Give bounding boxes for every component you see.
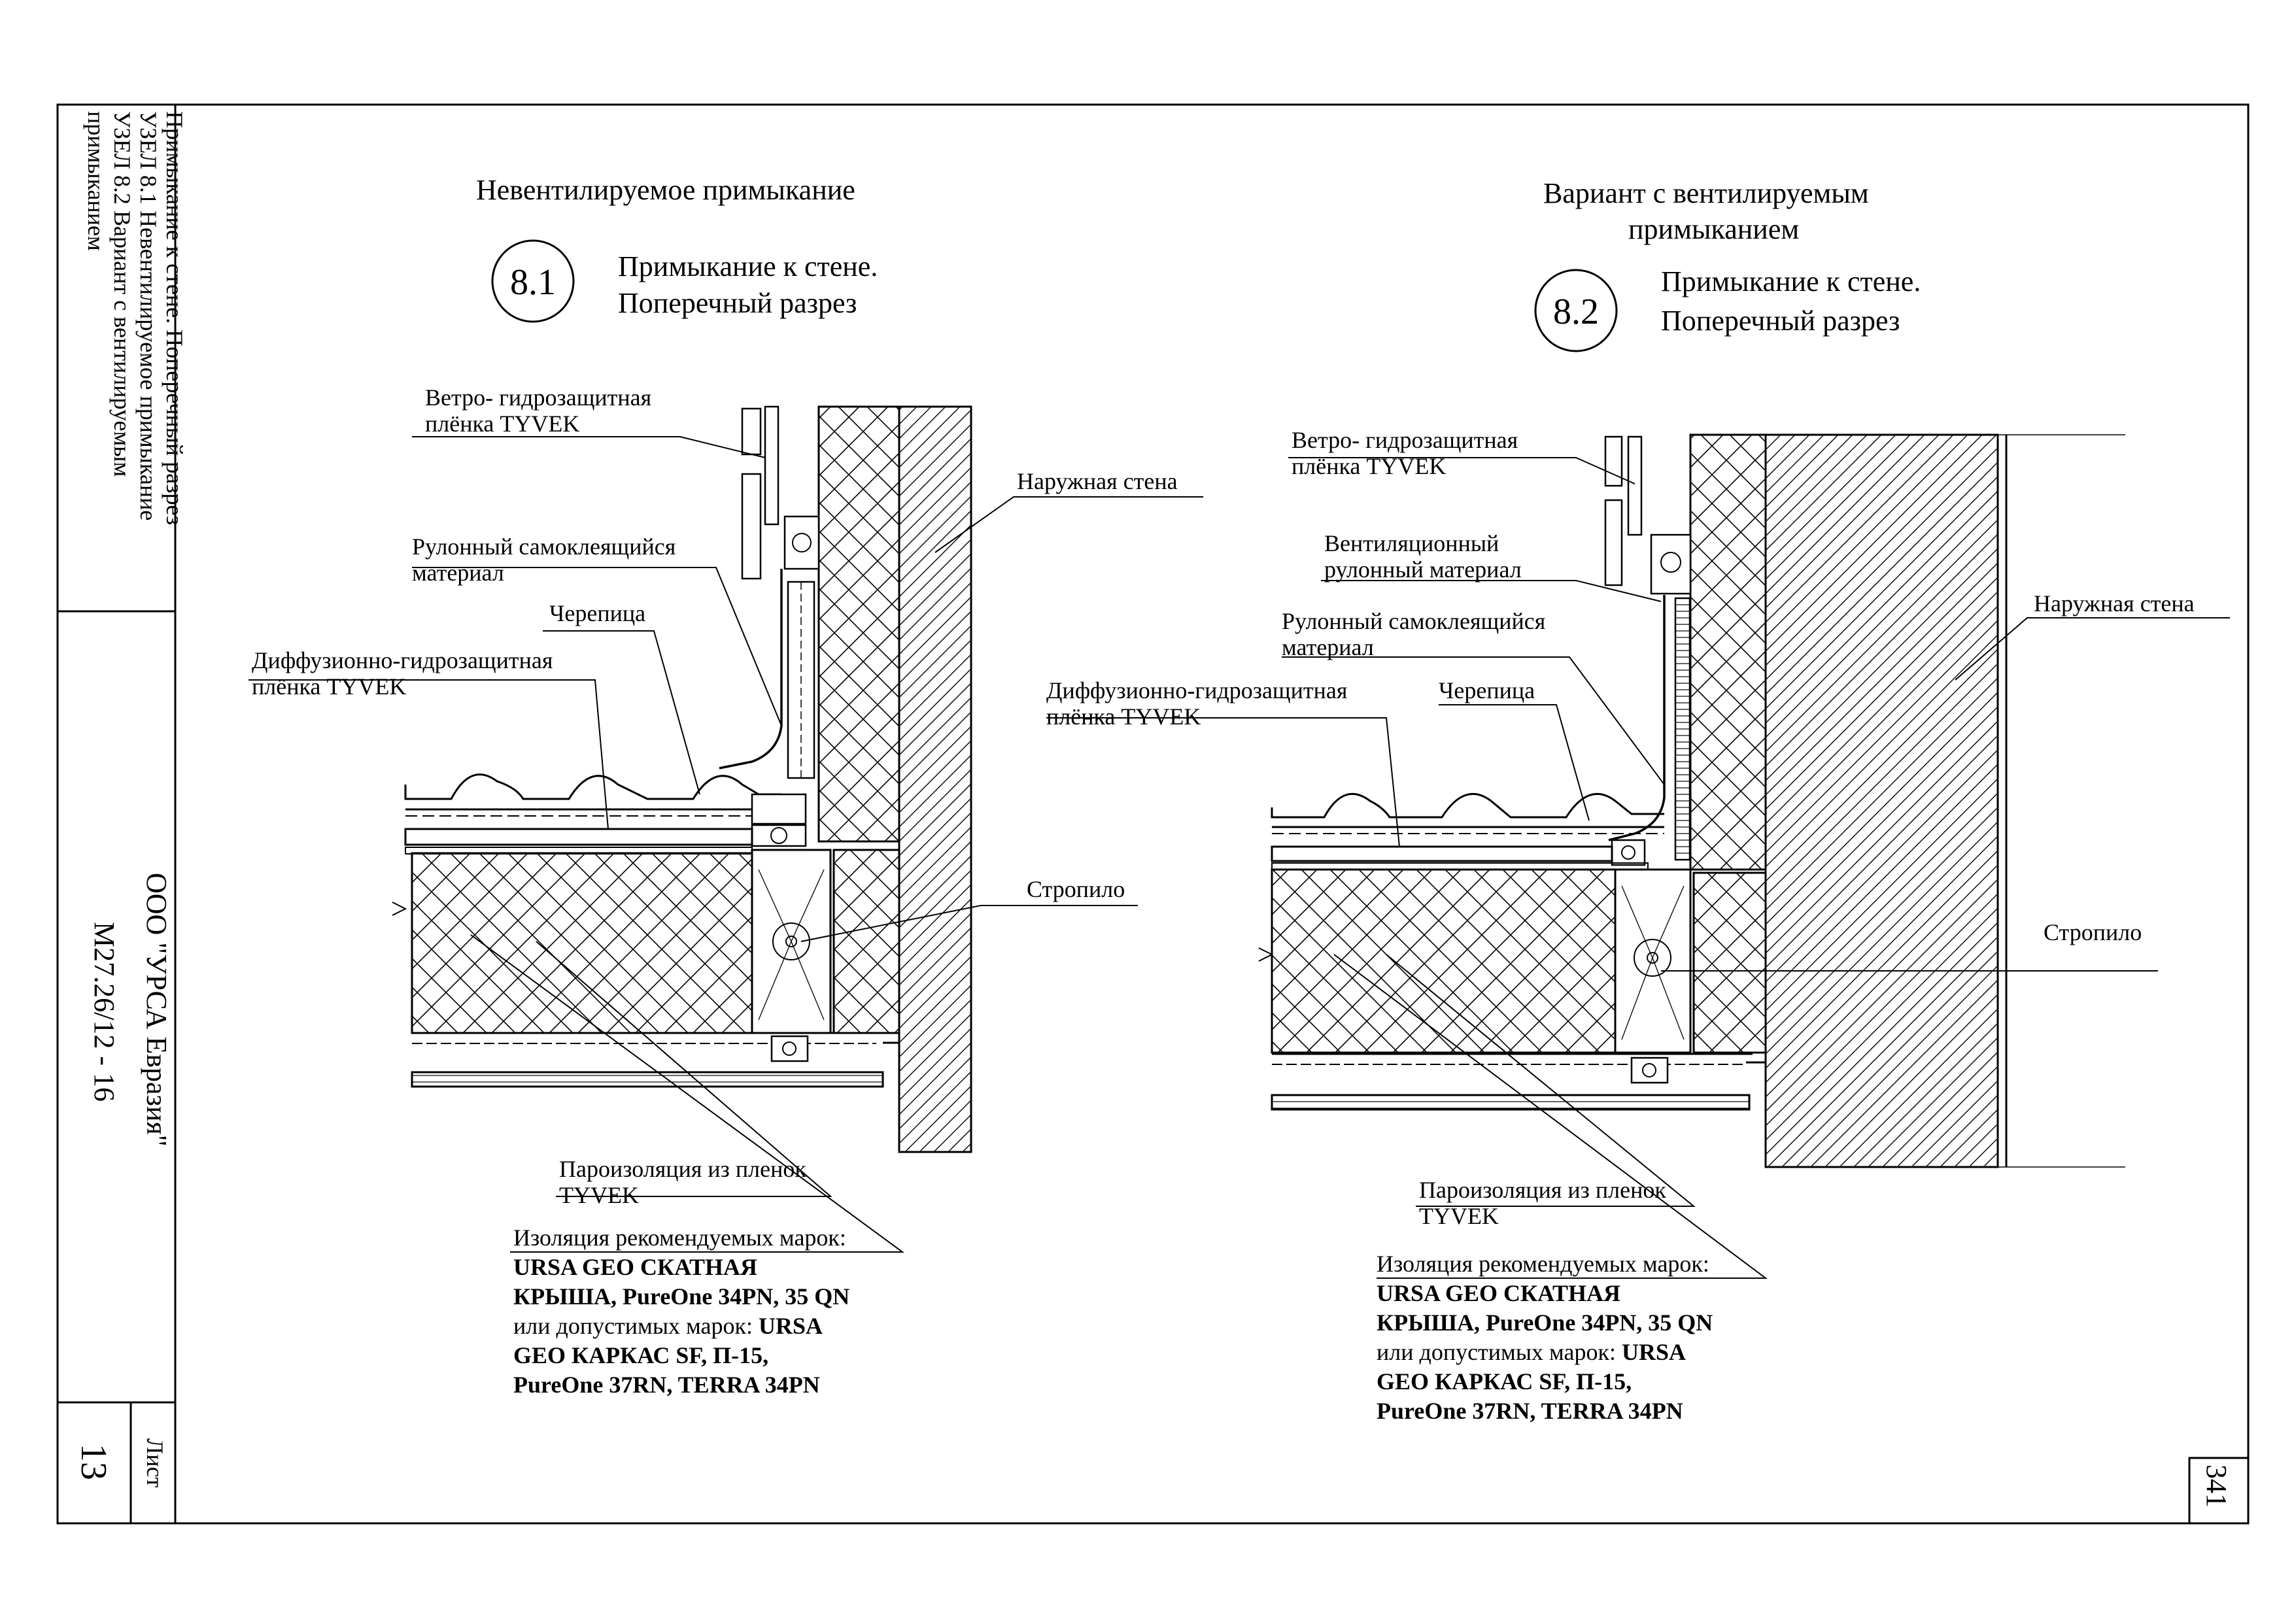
note82-line-5: GEO КАРКАС SF, П-15, bbox=[1377, 1368, 1632, 1395]
detail-8-1: Невентилируемое примыкание 8.1 Примыкани… bbox=[248, 174, 1203, 1398]
detail-82-leaders bbox=[1046, 457, 2230, 1279]
label-self-adhesive-1: Рулонный самоклеящийся bbox=[412, 533, 676, 560]
label-tile: Черепица bbox=[549, 600, 645, 626]
label-wind-film-2: плёнка TYVEK bbox=[425, 411, 579, 437]
label-outer-wall: Наружная стена bbox=[1017, 468, 1178, 494]
detail-82-number: 8.2 bbox=[1553, 292, 1599, 332]
detail-82-section bbox=[1258, 433, 2125, 1168]
wall-insulation bbox=[817, 405, 900, 843]
note-line-6: PureOne 37RN, TERRA 34PN bbox=[513, 1372, 820, 1398]
detail-82-number-circle bbox=[1534, 269, 1618, 352]
note82-line-4-plain: или допустимых марок: bbox=[1377, 1339, 1622, 1365]
detail-82-heading-1: Вариант с вентилируемым bbox=[1543, 177, 1869, 209]
rafter-insulation bbox=[411, 852, 753, 1034]
label82-vapor-barrier-1: Пароизоляция из пленок bbox=[1419, 1177, 1666, 1203]
label82-outer-wall: Наружная стена bbox=[2034, 590, 2195, 617]
label82-rafter: Стропило bbox=[2044, 919, 2142, 945]
label82-vapor-barrier-2: TYVEK bbox=[1419, 1203, 1499, 1229]
detail-81-section bbox=[392, 405, 972, 1153]
note-line-4-plain: или допустимых марок: bbox=[513, 1313, 759, 1339]
stamp-title-line-3: УЗЕЛ 8.2 Вариант с вентилируемым bbox=[109, 111, 135, 477]
note-line-4: или допустимых марок: URSA bbox=[513, 1313, 823, 1339]
stamp-doc-code: М27.26/12 - 16 bbox=[88, 922, 120, 1102]
stamp-company: ООО "УРСА Евразия" bbox=[141, 873, 173, 1147]
note82-line-3: КРЫША, PureOne 34PN, 35 QN bbox=[1377, 1310, 1713, 1336]
note-line-2: URSA GEO СКАТНАЯ bbox=[513, 1254, 757, 1280]
label-rafter: Стропило bbox=[1027, 876, 1125, 902]
sheet-frame bbox=[56, 103, 2250, 1525]
stamp-title-line-2: УЗЕЛ 8.1 Невентилируемое примыкание bbox=[135, 111, 162, 520]
stamp-sheet-label: Лист bbox=[142, 1438, 168, 1488]
label-vapor-barrier-2: TYVEK bbox=[559, 1182, 639, 1208]
note82-line-4-bold: URSA bbox=[1622, 1339, 1686, 1365]
detail-82-caption-2: Поперечный разрез bbox=[1661, 305, 1900, 337]
detail-82-labels: Ветро- гидрозащитная плёнка TYVEK Вентил… bbox=[1046, 427, 2195, 1424]
label82-vent-material-2: рулонный материал bbox=[1324, 556, 1522, 583]
label82-diffusion-film-1: Диффузионно-гидрозащитная bbox=[1046, 677, 1347, 703]
label-diffusion-film-2: плёнка TYVEK bbox=[252, 673, 406, 700]
label-self-adhesive-2: материал bbox=[412, 560, 504, 586]
detail-8-2: Вариант с вентилируемым примыканием 8.2 … bbox=[1046, 177, 2230, 1424]
note-line-3: КРЫША, PureOne 34PN, 35 QN bbox=[513, 1283, 849, 1310]
detail-82-caption-1: Примыкание к стене. bbox=[1661, 265, 1921, 297]
stamp-sheet-number: 13 bbox=[73, 1444, 114, 1480]
label-vapor-barrier-1: Пароизоляция из пленок bbox=[559, 1156, 806, 1182]
stamp-title: Примыкание к стене. Поперечный разрез УЗ… bbox=[83, 111, 188, 525]
page-number: 341 bbox=[2200, 1464, 2233, 1508]
detail-81-caption-2: Поперечный разрез bbox=[618, 287, 857, 319]
label82-tile: Черепица bbox=[1439, 677, 1535, 703]
note82-line-2: URSA GEO СКАТНАЯ bbox=[1377, 1280, 1620, 1306]
label-wind-film-1: Ветро- гидрозащитная bbox=[425, 384, 651, 411]
detail-81-heading: Невентилируемое примыкание bbox=[476, 174, 855, 206]
note-line-4-bold: URSA bbox=[759, 1313, 823, 1339]
note-line-1: Изоляция рекомендуемых марок: bbox=[513, 1225, 846, 1251]
outer-wall bbox=[898, 405, 972, 1153]
note82-line-1: Изоляция рекомендуемых марок: bbox=[1377, 1251, 1709, 1277]
outer-wall-82 bbox=[1764, 433, 1999, 1168]
label82-diffusion-film-2: плёнка TYVEK bbox=[1046, 703, 1201, 730]
label82-wind-film-1: Ветро- гидрозащитная bbox=[1292, 427, 1518, 453]
detail-81-caption-1: Примыкание к стене. bbox=[618, 250, 878, 282]
detail-81-labels: Ветро- гидрозащитная плёнка TYVEK Рулонн… bbox=[252, 384, 1178, 1398]
note82-line-4: или допустимых марок: URSA bbox=[1377, 1339, 1686, 1365]
detail-82-heading-2: примыканием bbox=[1628, 213, 1799, 245]
label82-vent-material-1: Вентиляционный bbox=[1324, 530, 1499, 556]
label82-self-adhesive-1: Рулонный самоклеящийся bbox=[1282, 608, 1545, 634]
label82-self-adhesive-2: материал bbox=[1282, 634, 1374, 660]
detail-81-number: 8.1 bbox=[510, 262, 556, 303]
stamp-title-line-4: примыканием bbox=[83, 111, 109, 251]
detail-81-number-circle bbox=[491, 239, 575, 323]
detail-81-leaders bbox=[248, 436, 1203, 1253]
label82-wind-film-2: плёнка TYVEK bbox=[1292, 453, 1446, 479]
note82-line-6: PureOne 37RN, TERRA 34PN bbox=[1377, 1398, 1683, 1424]
note-line-5: GEO КАРКАС SF, П-15, bbox=[513, 1342, 768, 1368]
label-diffusion-film-1: Диффузионно-гидрозащитная bbox=[252, 647, 553, 673]
stamp-title-line-1: Примыкание к стене. Поперечный разрез bbox=[162, 111, 188, 525]
